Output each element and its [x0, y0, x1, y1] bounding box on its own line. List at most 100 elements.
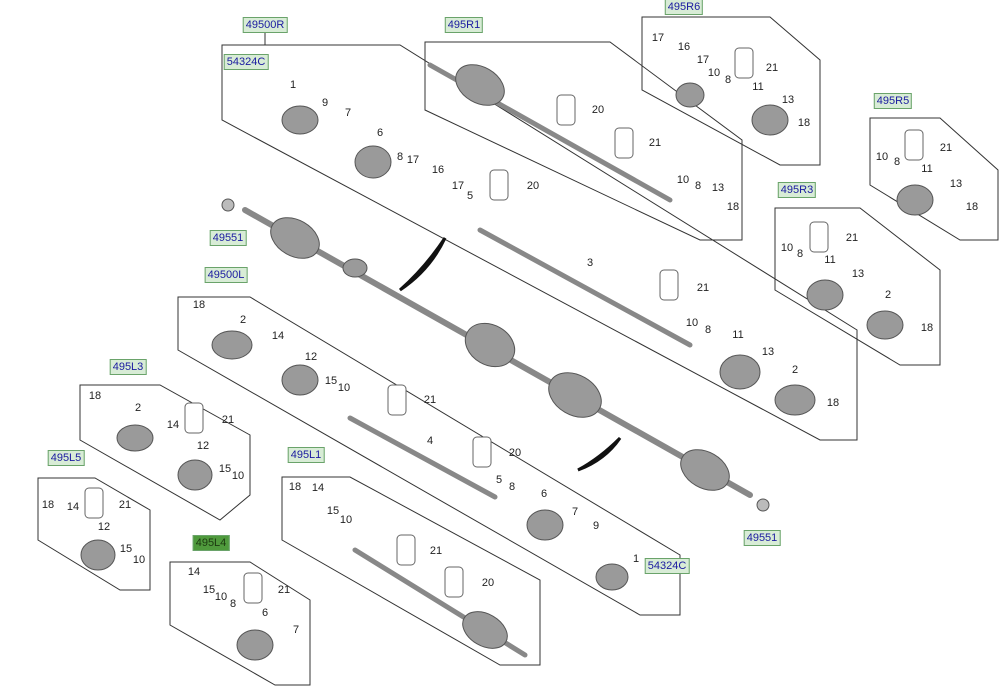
callout-495L4-10: 10	[214, 591, 228, 603]
joint	[464, 322, 516, 368]
callout-495R6-11: 11	[752, 81, 764, 93]
ref-495R3[interactable]: 495R3	[777, 182, 817, 198]
callout-49500L-14: 14	[271, 330, 285, 342]
callout-495R6-16: 16	[677, 41, 691, 53]
callout-495R5-10: 10	[875, 151, 889, 163]
joint	[270, 217, 320, 259]
boot	[806, 279, 844, 311]
callout-495L4-7: 7	[292, 624, 300, 636]
callout-49500L-8: 8	[508, 481, 516, 493]
callout-49500L-1: 1	[632, 553, 640, 565]
callout-495R6-8: 8	[724, 74, 732, 86]
nut-49551	[221, 198, 235, 212]
callout-495L3-15: 15	[218, 463, 232, 475]
callout-495R6-17: 17	[651, 32, 665, 44]
boot	[177, 459, 213, 491]
callout-495R1-13: 13	[711, 182, 725, 194]
callout-495R3-18: 18	[920, 322, 934, 334]
callout-49500L-5: 5	[495, 474, 503, 486]
callout-495L1-14: 14	[311, 482, 325, 494]
joint	[462, 611, 508, 649]
callout-49500R-2: 2	[791, 364, 799, 376]
callout-49500R-17: 17	[406, 154, 420, 166]
nuts	[221, 198, 770, 512]
shaft-4	[347, 415, 498, 500]
callout-495L1-20: 20	[481, 577, 495, 589]
ref-49500R[interactable]: 49500R	[242, 17, 288, 33]
ref-49500L[interactable]: 49500L	[204, 267, 248, 283]
joint	[116, 424, 154, 452]
callout-495L4-21: 21	[277, 584, 291, 596]
callout-49500R-21: 21	[696, 282, 710, 294]
ref-495L4[interactable]: 495L4	[192, 535, 230, 551]
callout-495L5-18: 18	[41, 499, 55, 511]
callout-495L4-6: 6	[261, 607, 269, 619]
ref-495R6[interactable]: 495R6	[664, 0, 704, 15]
joints	[80, 64, 934, 661]
boot	[526, 509, 564, 541]
arrows	[399, 237, 622, 472]
grease-tube	[614, 127, 634, 159]
boot	[281, 364, 319, 396]
callout-49500R-6: 6	[376, 127, 384, 139]
callout-495L1-10: 10	[339, 514, 353, 526]
callout-495R6-10: 10	[707, 67, 721, 79]
callout-495L4-8: 8	[229, 598, 237, 610]
callout-495L3-21: 21	[221, 414, 235, 426]
ref-495L3[interactable]: 495L3	[109, 359, 147, 375]
callout-49500R-7: 7	[344, 107, 352, 119]
callout-49500R-9: 9	[321, 97, 329, 109]
callout-49500L-15: 15	[324, 375, 338, 387]
joint	[211, 330, 253, 360]
joint	[675, 82, 705, 108]
callout-495L1-21: 21	[429, 545, 443, 557]
callout-495R6-17: 17	[696, 54, 710, 66]
frame-495L5-box	[37, 477, 151, 591]
group-frames	[37, 16, 999, 686]
frame-495L4-box	[169, 561, 311, 686]
callout-495R5-13: 13	[949, 178, 963, 190]
grease-tube	[556, 94, 576, 126]
grease-tube	[659, 269, 679, 301]
callout-49500R-5: 5	[466, 190, 474, 202]
callout-495R3-2: 2	[884, 289, 892, 301]
callout-495L5-14: 14	[66, 501, 80, 513]
callout-495L3-10: 10	[231, 470, 245, 482]
arrow	[577, 436, 622, 472]
ref-495L1[interactable]: 495L1	[287, 447, 325, 463]
callout-49500L-9: 9	[592, 520, 600, 532]
grease-tube	[809, 221, 829, 253]
callout-495R5-21: 21	[939, 142, 953, 154]
joint	[774, 384, 816, 416]
grease-tube	[184, 402, 204, 434]
callout-49500R-16: 16	[431, 164, 445, 176]
grease-tube	[396, 534, 416, 566]
boot	[896, 184, 934, 216]
ref-495R1[interactable]: 495R1	[444, 17, 484, 33]
ref-54324C-top[interactable]: 54324C	[223, 54, 269, 70]
joint	[455, 64, 505, 106]
grease-tube	[734, 47, 754, 79]
frame-495R5-box	[869, 117, 999, 241]
ref-495L5[interactable]: 495L5	[47, 450, 85, 466]
callout-495L3-14: 14	[166, 419, 180, 431]
ref-49551-left[interactable]: 49551	[209, 230, 247, 246]
ref-54324C-bottom[interactable]: 54324C	[644, 558, 690, 574]
frame-49500R-box	[221, 44, 858, 441]
callout-495R6-13: 13	[781, 94, 795, 106]
callout-49500L-20: 20	[508, 447, 522, 459]
joint	[680, 449, 730, 491]
ref-495R5[interactable]: 495R5	[873, 93, 913, 109]
callout-495R3-11: 11	[824, 254, 836, 266]
callout-495L4-15: 15	[202, 584, 216, 596]
frame-495R1-box	[424, 41, 743, 241]
joint	[342, 258, 368, 278]
callout-495L5-21: 21	[118, 499, 132, 511]
callout-495L4-14: 14	[187, 566, 201, 578]
boot	[80, 539, 116, 571]
grease-tube	[387, 384, 407, 416]
ref-49551-right[interactable]: 49551	[743, 530, 781, 546]
callout-495L5-10: 10	[132, 554, 146, 566]
callout-495R3-13: 13	[851, 268, 865, 280]
